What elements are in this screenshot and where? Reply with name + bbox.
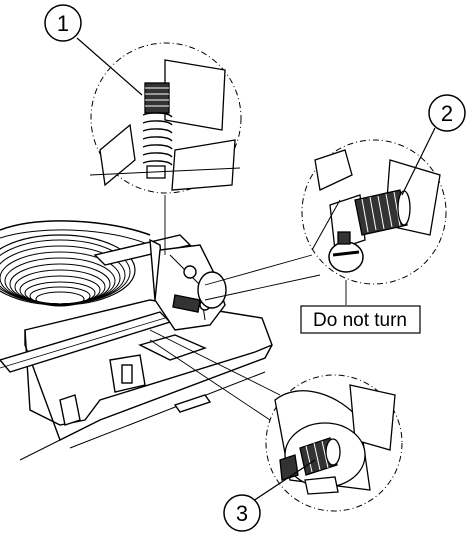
inset-detail-2	[301, 139, 447, 285]
do-not-turn-text: Do not turn	[313, 310, 407, 331]
coil-spring-stack	[0, 234, 136, 307]
callout-2-number: 2	[441, 101, 453, 126]
fixed-slotted-screw	[328, 231, 364, 273]
callout-3-number: 3	[236, 501, 248, 526]
callout-1: 1	[44, 4, 143, 96]
callout-1-number: 1	[57, 11, 69, 36]
compression-spring	[142, 112, 173, 166]
callout-3: 3	[223, 459, 316, 532]
base-plate-edge	[24, 330, 273, 441]
do-not-turn-label: Do not turn	[300, 305, 421, 334]
inset-detail-3	[265, 374, 403, 512]
callout-2: 2	[401, 94, 466, 196]
base-tab	[173, 394, 212, 413]
adjust-screw-3	[299, 437, 341, 476]
inset-detail-1	[89, 42, 242, 194]
main-assembly	[0, 220, 273, 461]
